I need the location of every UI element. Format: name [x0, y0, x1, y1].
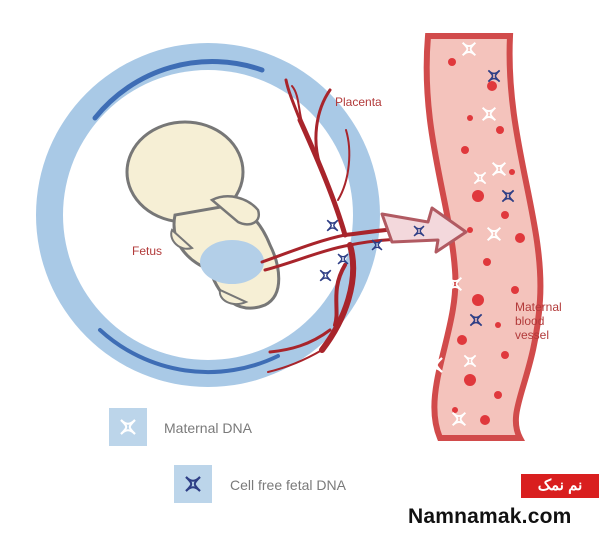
vessel-label-line1: Maternal	[515, 300, 562, 314]
maternal-dna-swatch	[109, 408, 147, 446]
vessel-label-line2: blood	[515, 314, 545, 328]
fetus-label: Fetus	[132, 244, 163, 258]
maternal-dna-icon	[120, 419, 136, 435]
maternal-dna-label: Maternal DNA	[164, 420, 252, 436]
maternal-blood-vessel	[423, 33, 544, 441]
fetal-dna-label: Cell free fetal DNA	[230, 477, 346, 493]
fetus	[125, 120, 281, 310]
site-name: Namnamak.com	[408, 505, 572, 528]
transfer-arrow	[380, 206, 468, 254]
fetal-dna-icon	[185, 476, 201, 492]
brand-logo: نم نمک	[521, 474, 599, 498]
fetal-dna-swatch	[174, 465, 212, 503]
vessel-label-line3: vessel	[515, 328, 550, 342]
placenta-label: Placenta	[335, 95, 382, 109]
